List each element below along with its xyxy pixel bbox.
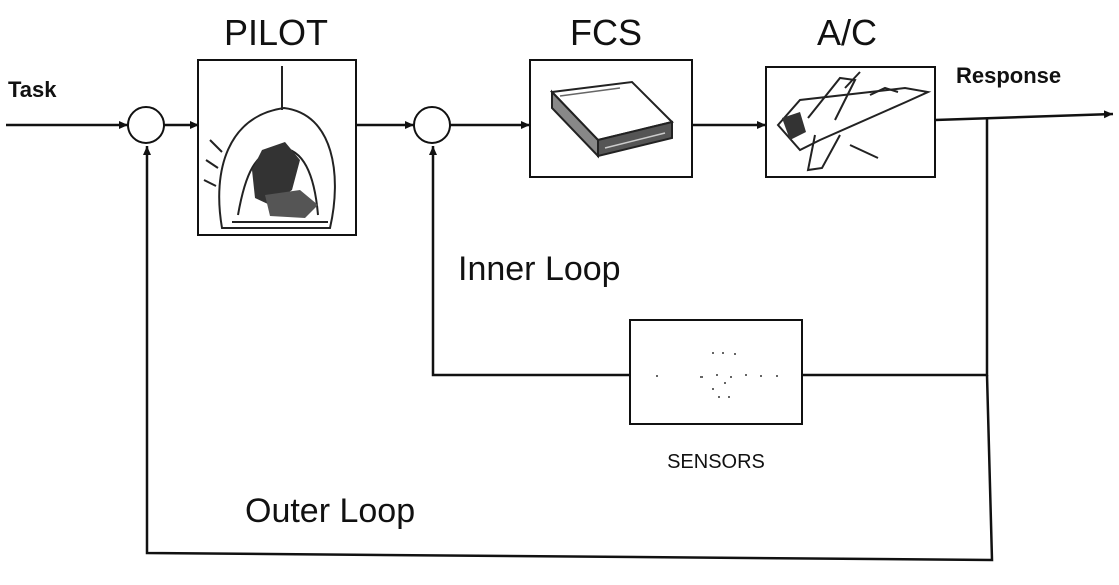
outer-loop-feedback-line bbox=[143, 146, 994, 562]
sensor-unit-icon bbox=[656, 352, 778, 398]
fcs-title: FCS bbox=[570, 12, 642, 53]
response-label: Response bbox=[956, 63, 1061, 88]
pilot-block bbox=[197, 59, 357, 236]
pilot-title: PILOT bbox=[224, 12, 328, 53]
outer-loop-label: Outer Loop bbox=[245, 492, 415, 530]
response-output-arrow bbox=[934, 110, 1114, 122]
outer-summing-junction bbox=[127, 106, 165, 144]
fighter-jet-icon bbox=[776, 71, 932, 172]
fcs-block bbox=[529, 59, 693, 178]
sensors-label: SENSORS bbox=[667, 451, 765, 473]
task-label: Task bbox=[8, 77, 57, 102]
fcs-computer-icon bbox=[549, 80, 674, 159]
inner-loop-label: Inner Loop bbox=[458, 250, 621, 288]
inner-summing-junction bbox=[413, 106, 451, 144]
sensors-block bbox=[629, 319, 803, 425]
inner-loop-feedback-line bbox=[429, 146, 630, 377]
aircraft-block bbox=[765, 66, 936, 178]
pilot-cockpit-icon bbox=[203, 66, 336, 229]
aircraft-title: A/C bbox=[817, 12, 877, 53]
